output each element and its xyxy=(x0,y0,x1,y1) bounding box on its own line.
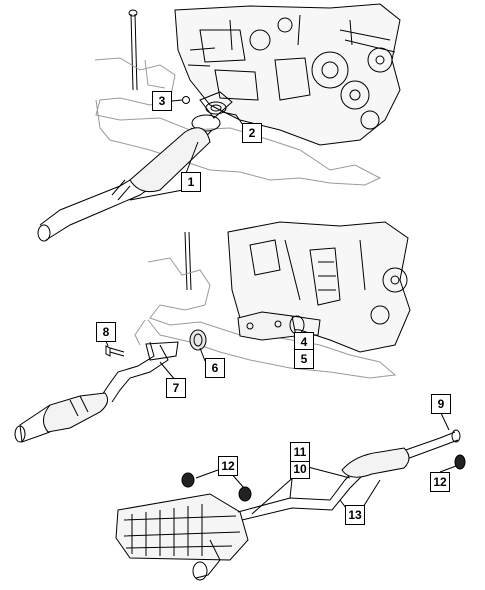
callout-2: 2 xyxy=(242,123,262,143)
manifold-flange xyxy=(237,311,321,341)
callout-6: 6 xyxy=(205,358,225,378)
dipstick-lower xyxy=(184,231,192,291)
front-pipe-lower xyxy=(14,341,179,443)
flange-gasket-upper xyxy=(205,101,227,115)
callout-13: 13 xyxy=(345,505,365,525)
callout-12-left: 12 xyxy=(218,456,238,476)
dipstick xyxy=(128,9,138,91)
nut-upper xyxy=(182,96,190,104)
gasket-lower xyxy=(189,329,207,351)
callout-5: 5 xyxy=(294,349,314,369)
front-pipe-catalytic-converter xyxy=(37,91,233,242)
muffler xyxy=(115,493,249,581)
callout-1: 1 xyxy=(181,172,201,192)
callout-7: 7 xyxy=(166,378,186,398)
intermediate-pipe xyxy=(237,429,461,521)
callout-8: 8 xyxy=(96,322,116,342)
callout-10: 10 xyxy=(290,459,310,479)
callout-9: 9 xyxy=(431,394,451,414)
callout-11: 11 xyxy=(290,442,310,462)
callout-12-right: 12 xyxy=(430,472,450,492)
hanger-isolators xyxy=(181,454,466,502)
engine-upper xyxy=(174,3,401,146)
bolt xyxy=(105,345,125,357)
callout-3: 3 xyxy=(152,91,172,111)
